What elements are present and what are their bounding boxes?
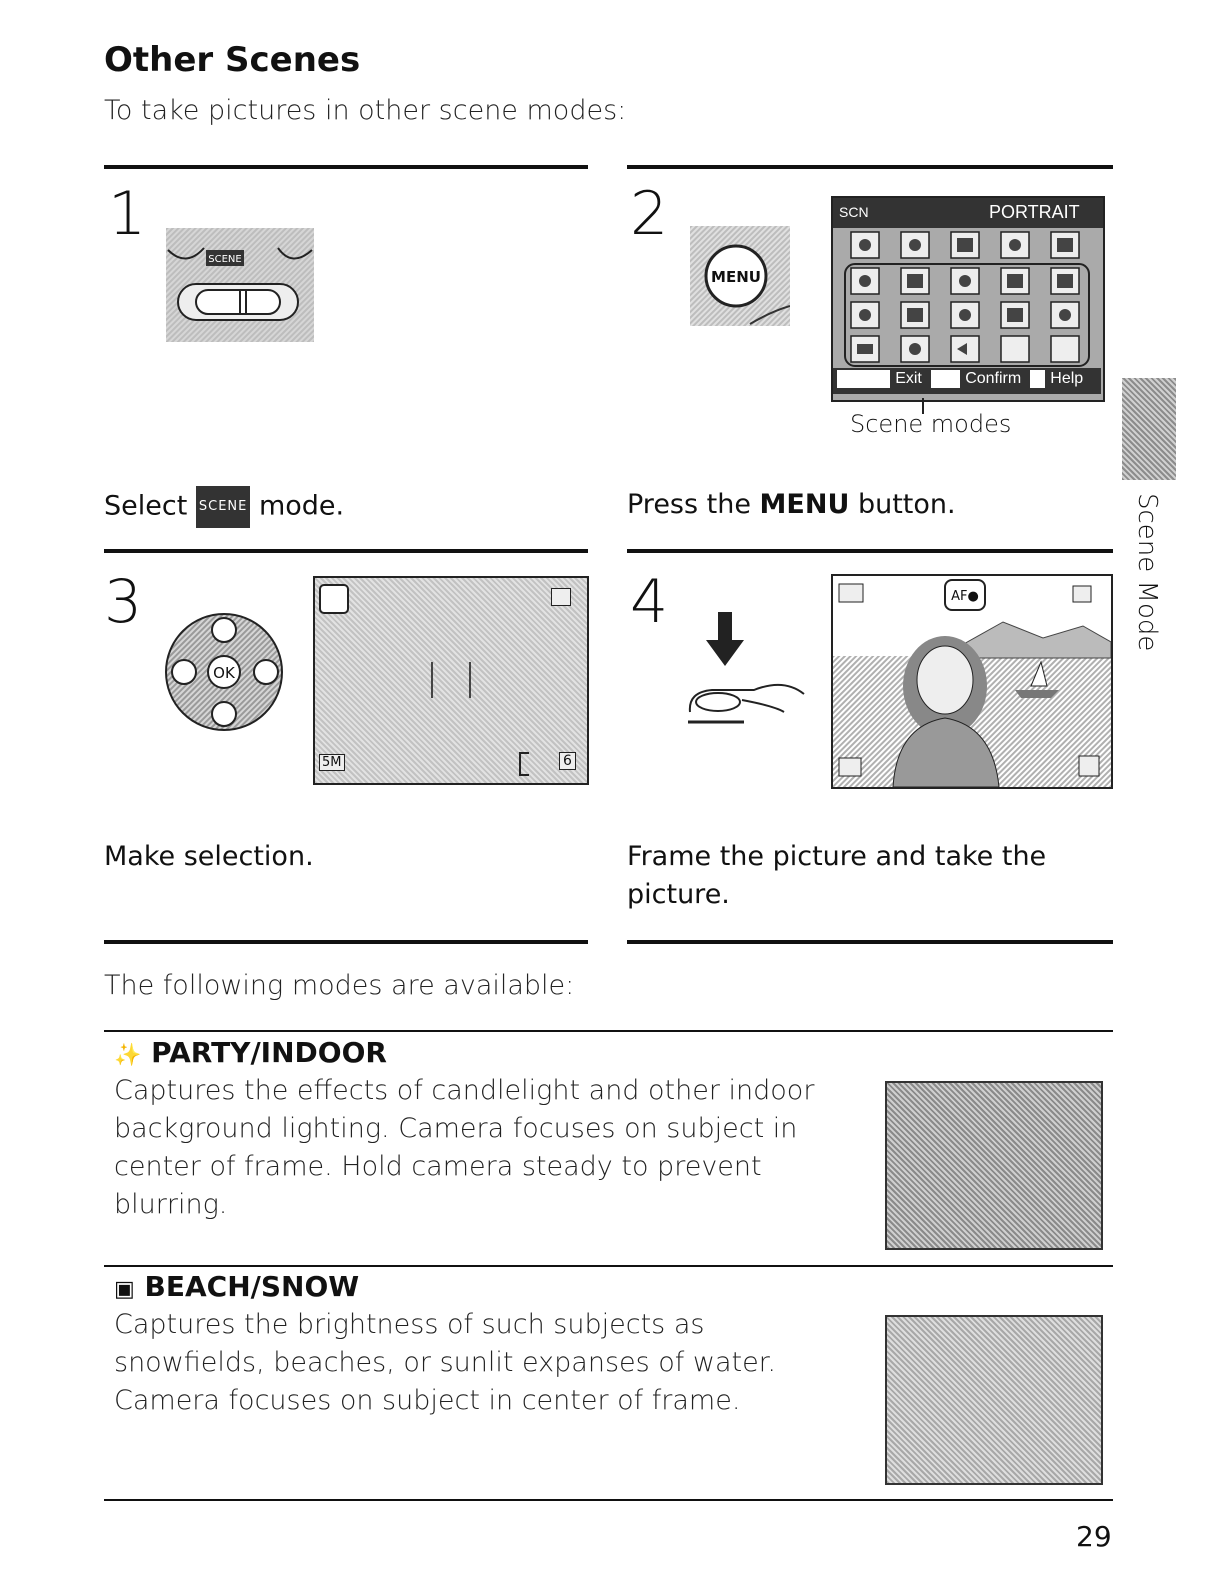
menu-screen-title: PORTRAIT — [989, 202, 1080, 222]
step4-caption: Frame the picture and take the picture. — [627, 841, 1047, 910]
help-label: Help — [1050, 370, 1084, 387]
page-title: Other Scenes — [104, 40, 361, 80]
scene-mode-grid — [844, 231, 1090, 367]
rule-step4-bottom — [627, 940, 1113, 944]
step1-caption-post: mode. — [250, 490, 345, 522]
shutter-press-illustration — [684, 612, 808, 728]
confirm-label: Confirm — [965, 370, 1022, 387]
rule-mode-2 — [104, 1265, 1113, 1267]
rule-step4-top — [627, 549, 1113, 553]
mode-party-heading: ✨ PARTY/INDOOR — [114, 1036, 387, 1069]
step2-caption-post: button. — [849, 489, 956, 520]
rule-mode-1 — [104, 1030, 1113, 1032]
party-icon: ✨ — [114, 1043, 142, 1068]
svg-text:MENU: MENU — [711, 268, 761, 286]
scn-tag: SCN — [839, 204, 869, 220]
step2-caption: Press the MENU button. — [627, 486, 956, 524]
ok-key: OK — [930, 370, 961, 388]
intro-text: To take pictures in other scene modes: — [104, 95, 627, 126]
frame-bracket — [519, 752, 529, 776]
portrait-mode-icon — [319, 584, 349, 614]
step-number-2: 2 — [630, 179, 669, 249]
scene-modes-callout: Scene modes — [850, 410, 1012, 438]
focus-brackets — [431, 662, 471, 698]
menu-screen-bar: MENU Exit OK Confirm ? Help — [833, 368, 1101, 394]
mode-dial-illustration: SCENE — [166, 228, 314, 342]
callout-line — [922, 398, 924, 414]
step-number-1: 1 — [108, 179, 147, 249]
menu-key: MENU — [837, 370, 891, 388]
svg-text:SCENE: SCENE — [208, 254, 241, 265]
step3-caption: Make selection. — [104, 841, 314, 872]
chapter-tab — [1122, 378, 1176, 480]
exposure-count: 6 — [559, 752, 576, 770]
page-number: 29 — [1076, 1520, 1112, 1553]
rule-step2-top — [627, 165, 1113, 169]
rule-step1-top — [104, 165, 588, 169]
mode-party-name: PARTY/INDOOR — [151, 1036, 387, 1069]
mode-beach-name: BEACH/SNOW — [144, 1270, 360, 1303]
help-key: ? — [1030, 370, 1046, 388]
multi-selector-illustration: OK — [164, 604, 288, 734]
image-size-label: 5M — [319, 754, 345, 771]
internal-memory-icon — [551, 588, 571, 606]
chapter-tab-label: Scene Mode — [1132, 493, 1162, 652]
party-sample-photo — [885, 1081, 1103, 1250]
exit-label: Exit — [895, 370, 922, 387]
step-number-4: 4 — [630, 567, 669, 637]
mode-beach-description: Captures the brightness of such subjects… — [114, 1309, 776, 1416]
step-number-3: 3 — [104, 567, 143, 637]
beach-sample-photo — [885, 1315, 1103, 1485]
menu-bold-label: MENU — [759, 489, 850, 520]
scene-mode-icon: SCENE — [195, 486, 251, 528]
step2-caption-pre: Press the — [627, 489, 760, 520]
svg-text:AF●: AF● — [951, 589, 979, 604]
menu-button-illustration: MENU — [690, 226, 791, 326]
mode-beach-heading: ▣ BEACH/SNOW — [114, 1270, 359, 1303]
menu-screen-header: SCN PORTRAIT — [833, 198, 1103, 228]
rule-step3-bottom — [104, 940, 588, 944]
scene-menu-screen: SCN PORTRAIT MENU Exit OK Confirm ? Help — [831, 196, 1105, 402]
portrait-preview-monitor: AF● — [831, 574, 1113, 789]
mode-party-description: Captures the effects of candlelight and … — [114, 1075, 815, 1220]
available-intro: The following modes are available: — [104, 970, 575, 1001]
rule-page-bottom — [104, 1499, 1113, 1501]
step1-caption: Select SCENE mode. — [104, 486, 344, 528]
step1-caption-pre: Select — [104, 490, 196, 522]
beach-snow-icon: ▣ — [114, 1277, 135, 1302]
rule-step3-top — [104, 549, 588, 553]
svg-text:OK: OK — [213, 664, 236, 682]
camera-monitor-step3: 5M 6 — [313, 576, 589, 785]
